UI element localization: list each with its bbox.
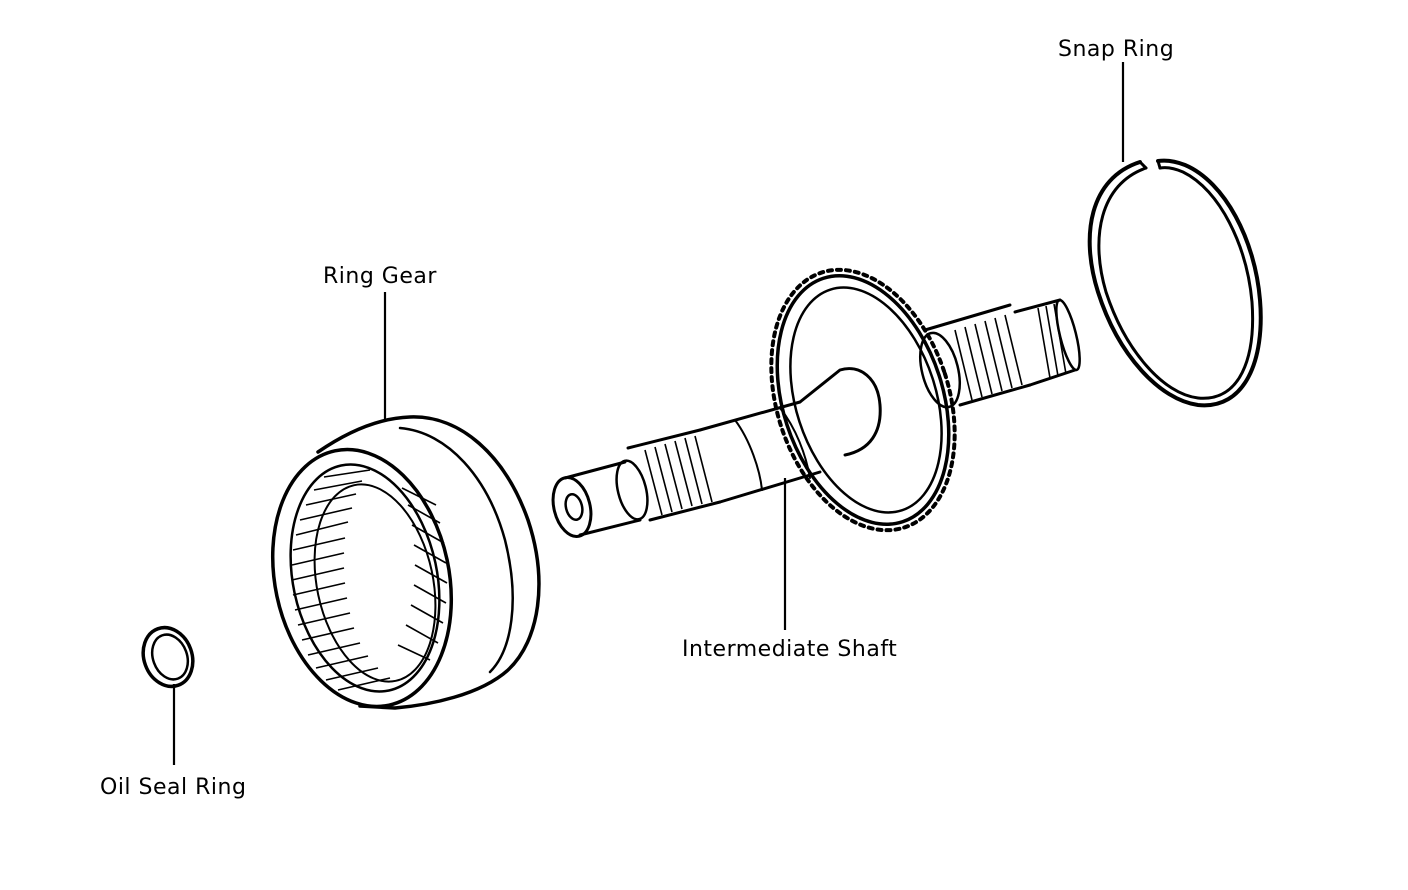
snap-ring-part <box>1087 158 1263 408</box>
intermediate-shaft-label: Intermediate Shaft <box>682 637 897 662</box>
oil-seal-ring-label: Oil Seal Ring <box>100 775 246 800</box>
snap-ring-label: Snap Ring <box>1058 37 1174 62</box>
ring-gear-teeth <box>291 469 448 691</box>
oil-seal-ring-part <box>141 625 195 689</box>
intermediate-shaft-part <box>551 267 1081 538</box>
ring-gear-part <box>270 415 541 710</box>
ring-gear-label: Ring Gear <box>323 264 437 289</box>
